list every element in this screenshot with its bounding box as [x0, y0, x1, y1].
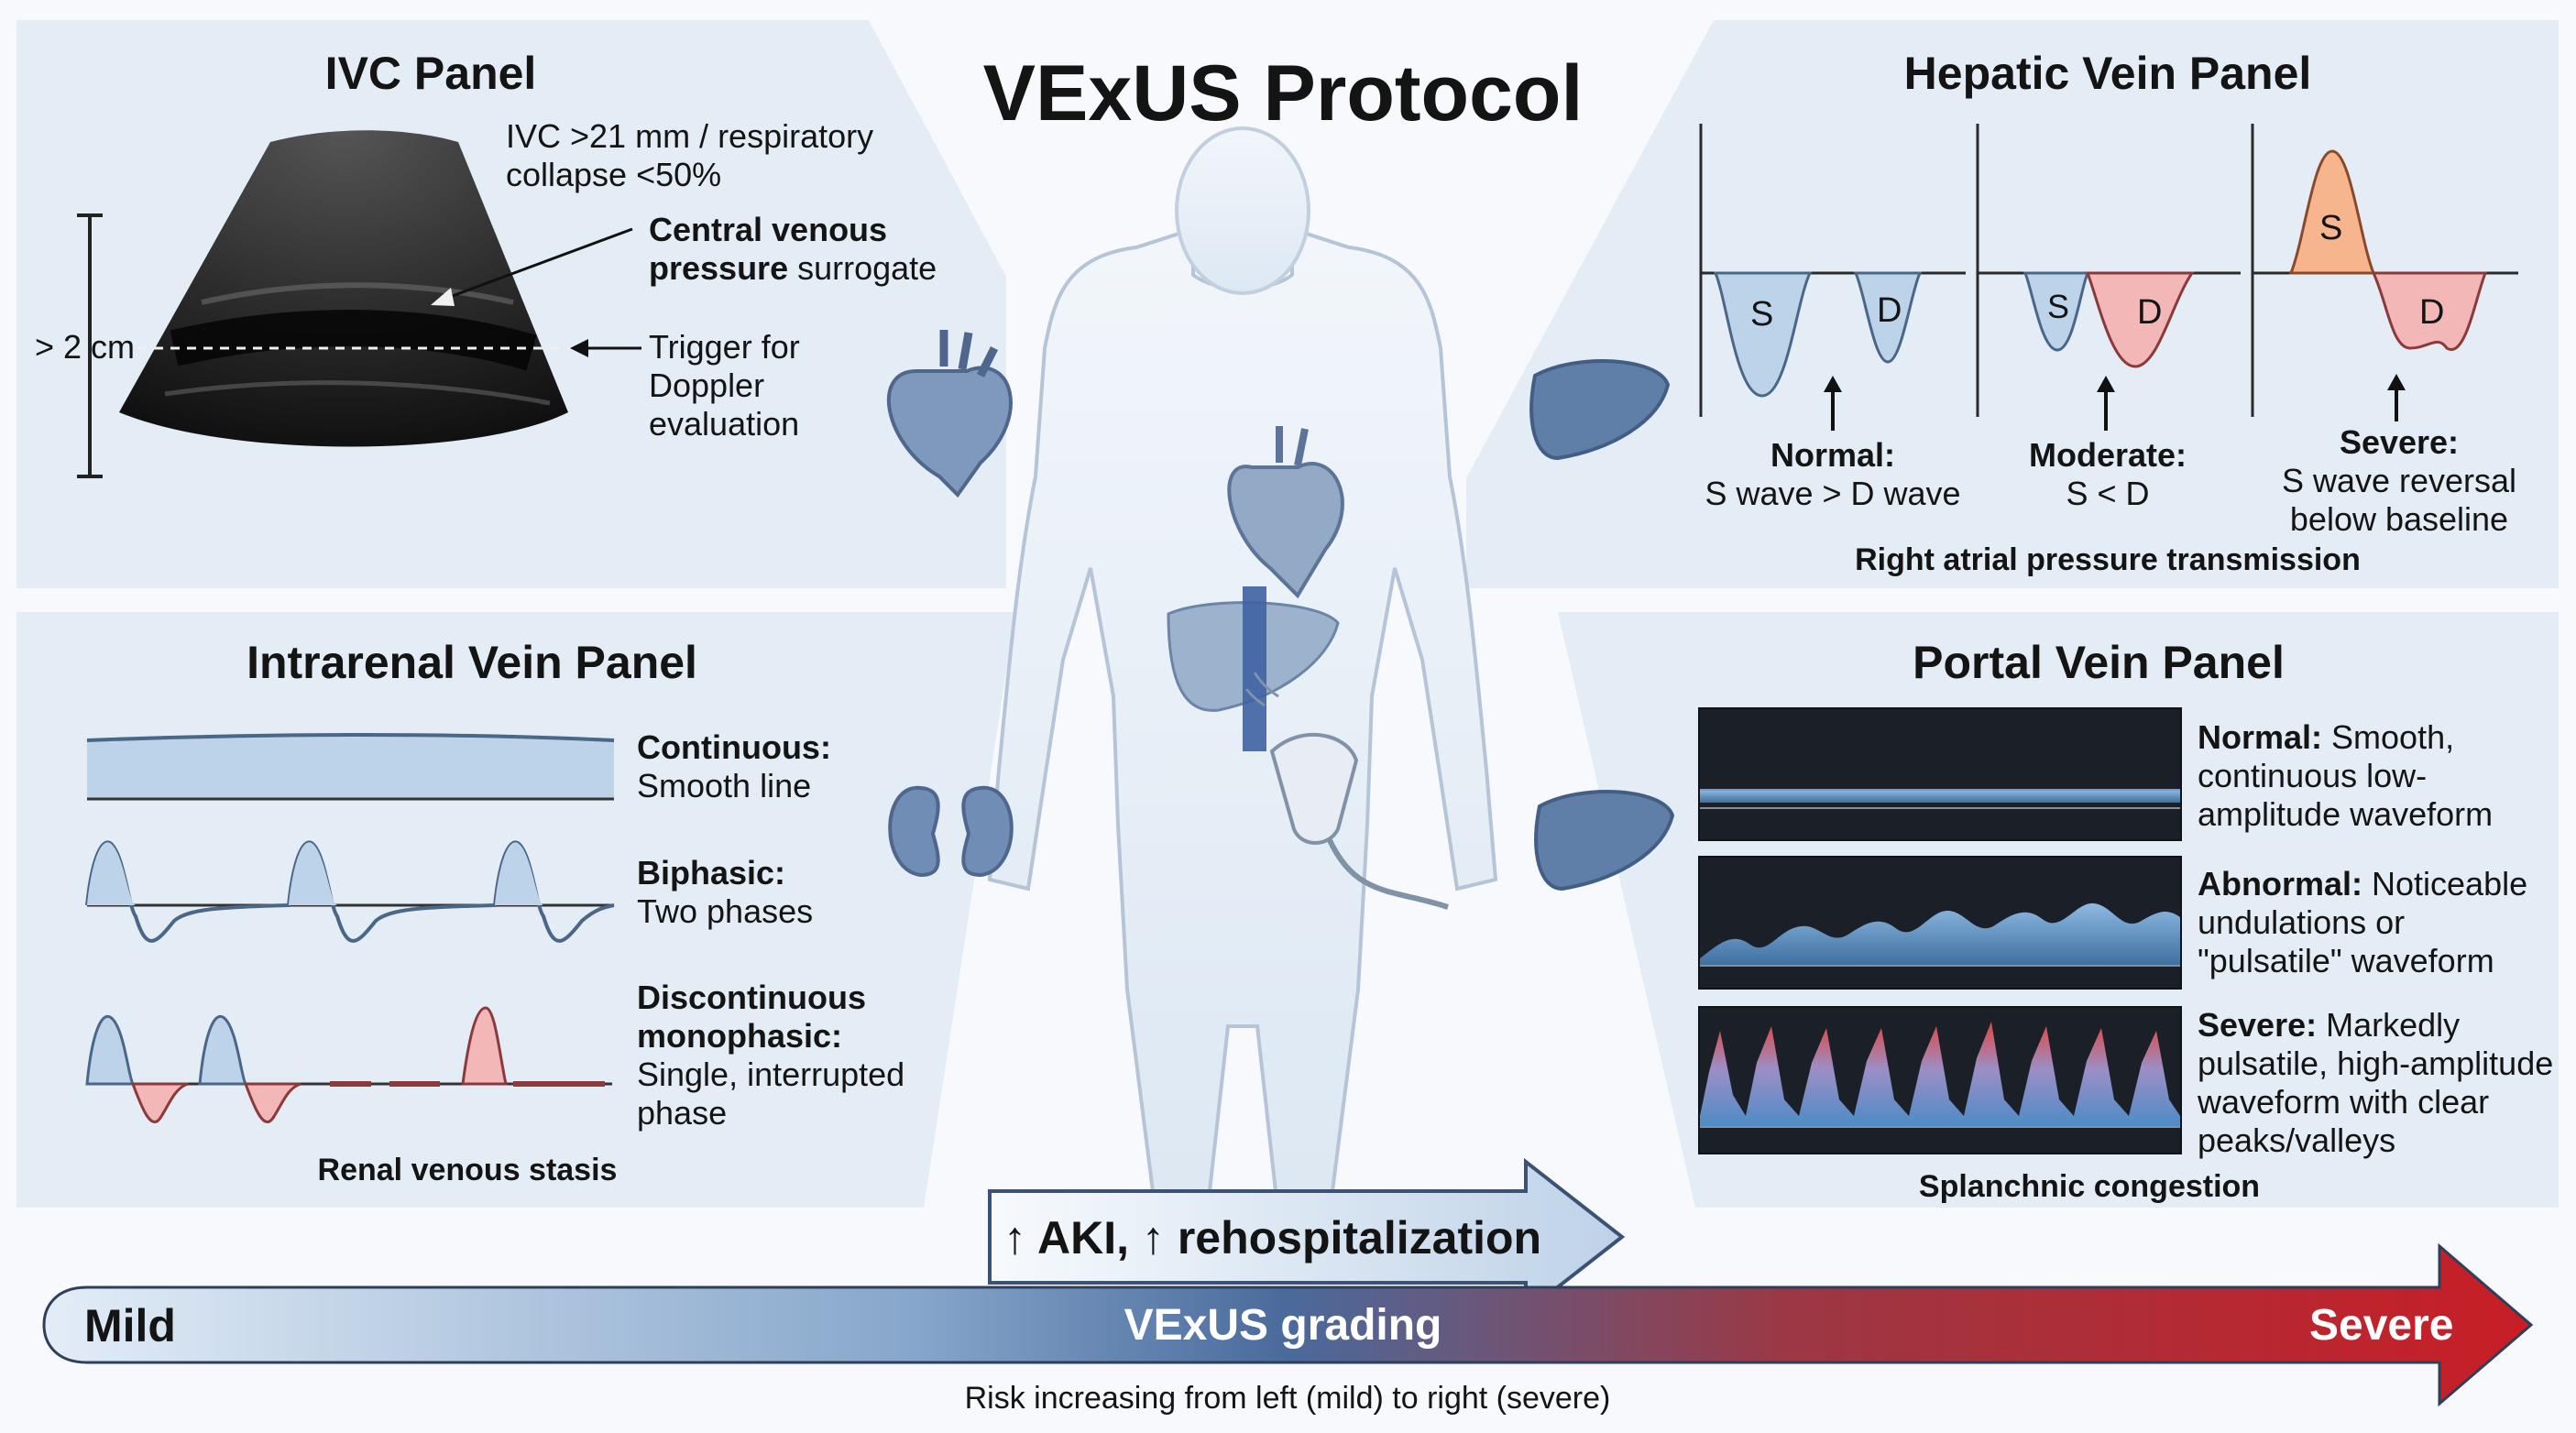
- intrarenal-monophasic-caption: Discontinuous monophasic: Single, interr…: [637, 979, 905, 1132]
- intrarenal-continuous-wave: [86, 733, 615, 801]
- ultrasound-probe: [1244, 672, 1449, 910]
- liver-icon-lower: [1534, 789, 1675, 892]
- grading-severe-label: Severe: [2309, 1301, 2454, 1350]
- outcome-arrow: [988, 1157, 1626, 1317]
- portal-abnormal-strip: [1698, 856, 2182, 990]
- ivc-measure-label: > 2 cm: [35, 328, 136, 366]
- portal-normal-strip: [1698, 707, 2182, 841]
- ivc-ultrasound-image: [119, 130, 568, 447]
- portal-panel-title: Portal Vein Panel: [1913, 637, 2285, 688]
- portal-abnormal-caption: Abnormal: Noticeable undulations or "pul…: [2198, 865, 2528, 979]
- ivc-surrogate: Central venous pressure surrogate: [649, 211, 937, 287]
- hepatic-moderate-d-label: D: [2137, 293, 2163, 332]
- hepatic-severe-s-label: S: [2319, 209, 2343, 247]
- hepatic-severe-d-wave: [2371, 271, 2488, 351]
- grading-mild-label: Mild: [84, 1300, 176, 1351]
- intrarenal-continuous-caption: Continuous: Smooth line: [637, 728, 831, 804]
- hepatic-moderate-s-wave: [2022, 271, 2090, 352]
- outcome-text: ↑ AKI, ↑ rehospitalization: [1003, 1212, 1542, 1263]
- ivc-trigger: Trigger for Doppler evaluation: [649, 328, 800, 443]
- hepatic-normal-s-wave: [1713, 271, 1813, 398]
- liver-icon-upper: [1529, 358, 1671, 461]
- intrarenal-monophasic-wave: [85, 1006, 612, 1123]
- intrarenal-biphasic-caption: Biphasic: Two phases: [637, 854, 814, 930]
- grading-center-label: VExUS grading: [1124, 1301, 1442, 1350]
- ivc-panel-title: IVC Panel: [324, 48, 537, 99]
- hepatic-normal-d-label: D: [1877, 291, 1902, 330]
- kidneys-icon: [888, 785, 1014, 878]
- ivc-criteria: IVC >21 mm / respiratory collapse <50%: [506, 117, 874, 193]
- portal-footer: Splanchnic congestion: [1918, 1169, 2261, 1204]
- portal-severe-caption: Severe: Markedly pulsatile, high-amplitu…: [2198, 1006, 2554, 1159]
- hepatic-panel-title: Hepatic Vein Panel: [1903, 48, 2312, 99]
- hepatic-severe-d-label: D: [2419, 293, 2445, 332]
- grading-caption: Risk increasing from left (mild) to righ…: [964, 1381, 1611, 1416]
- hepatic-moderate-d-wave: [2085, 271, 2195, 368]
- intrarenal-panel-bg: [16, 612, 1015, 1208]
- hepatic-normal-caption: Normal: S wave > D wave: [1705, 436, 1961, 512]
- portal-severe-strip: [1698, 1006, 2182, 1154]
- body-heart: [1227, 426, 1344, 599]
- page-title: VExUS Protocol: [982, 49, 1584, 137]
- intrarenal-panel-title: Intrarenal Vein Panel: [247, 637, 697, 688]
- hepatic-normal-s-label: S: [1750, 295, 1774, 334]
- portal-normal-caption: Normal: Smooth, continuous low- amplitud…: [2198, 718, 2494, 833]
- hepatic-severe-s-wave: [2288, 149, 2376, 275]
- intrarenal-biphasic-wave: [85, 840, 615, 943]
- body-ivc: [1243, 586, 1266, 751]
- hepatic-moderate-caption: Moderate: S < D: [2028, 436, 2187, 512]
- intrarenal-footer: Renal venous stasis: [317, 1153, 618, 1187]
- hepatic-normal-d-wave: [1853, 271, 1923, 364]
- hepatic-moderate-s-label: S: [2047, 288, 2070, 325]
- ivc-surrogate-arrow: [439, 227, 633, 302]
- hepatic-footer: Right atrial pressure transmission: [1855, 542, 2361, 577]
- hepatic-waveforms: [1699, 124, 2518, 417]
- heart-icon: [886, 330, 1013, 498]
- ivc-measure-bracket: [77, 213, 103, 478]
- grading-bar: [42, 1242, 2534, 1407]
- hepatic-severe-caption: Severe: S wave reversal below baseline: [2281, 423, 2517, 538]
